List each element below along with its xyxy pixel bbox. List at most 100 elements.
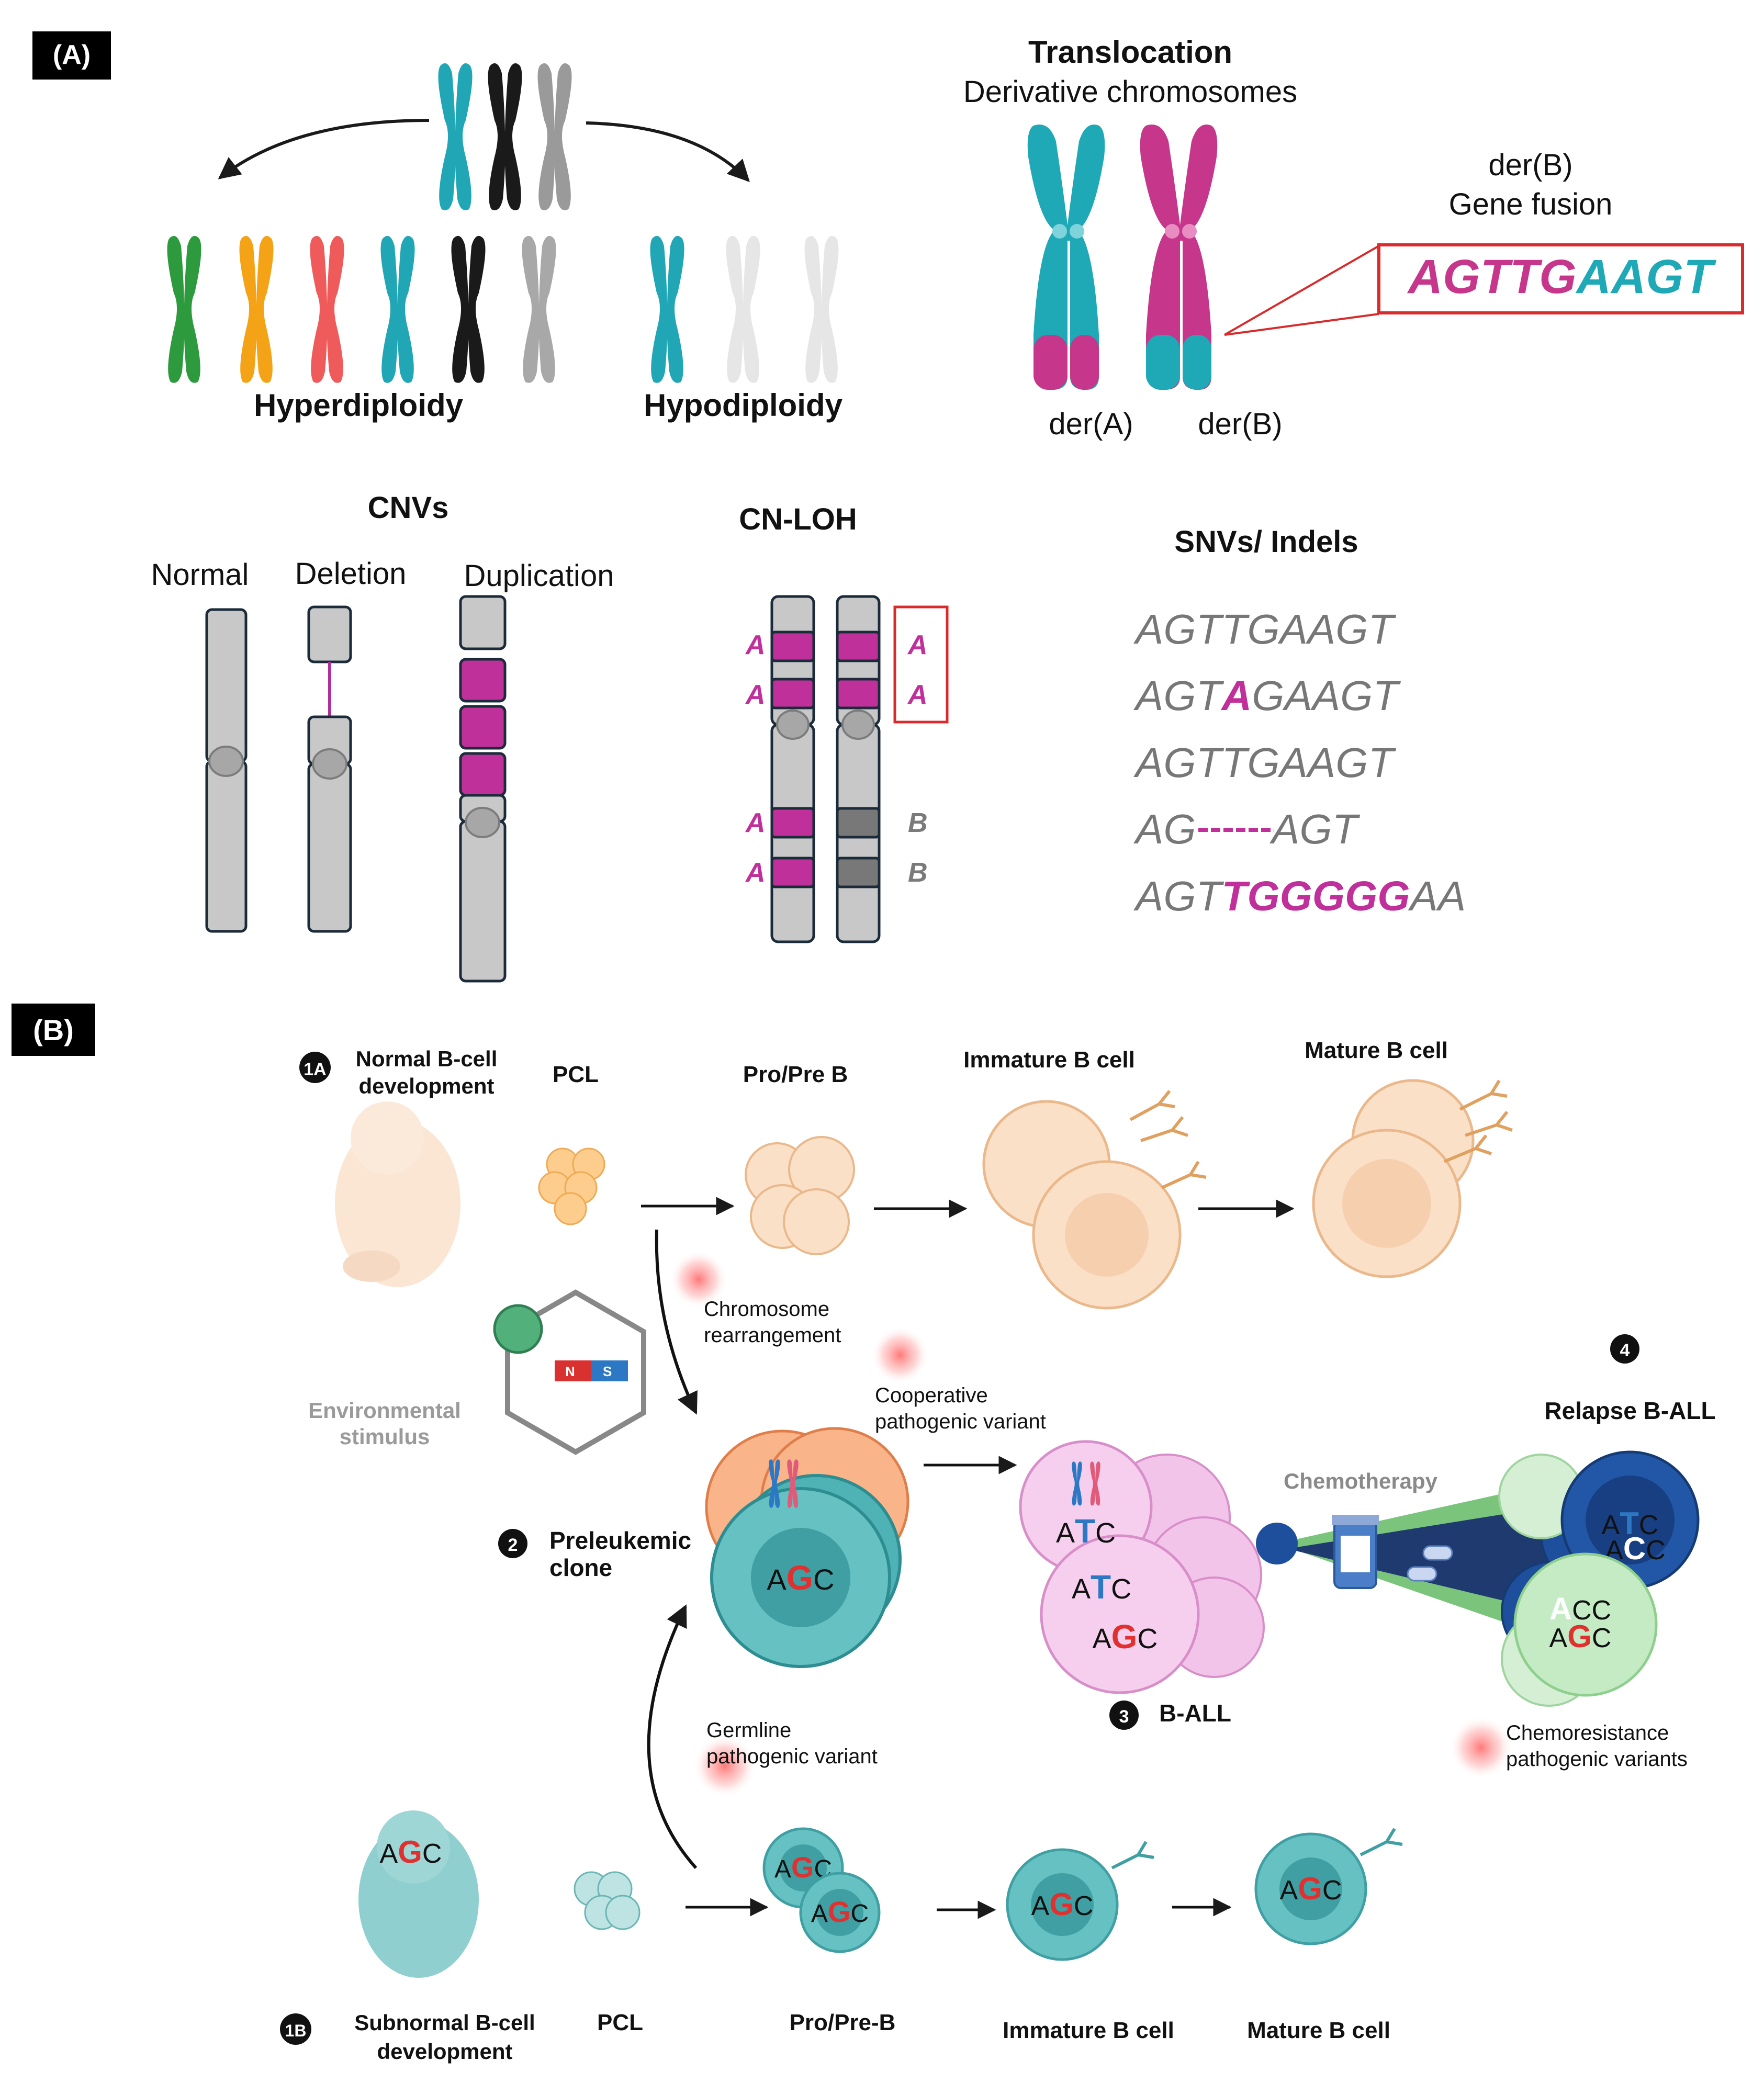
- panel-b-label: (B): [33, 1014, 74, 1046]
- centromere: [1052, 224, 1067, 239]
- hyperdiploidy-chromosomes: [167, 235, 556, 383]
- der-b-chromosome: [1140, 125, 1218, 390]
- step-badge-1a: [299, 1052, 331, 1083]
- der-a-label: der(A): [1049, 407, 1133, 441]
- codon-letter-variant: G: [787, 1558, 813, 1597]
- cnloh-section: CN-LOH A: [739, 502, 949, 943]
- centromere: [465, 807, 500, 838]
- teal-pcl-cluster: [574, 1871, 641, 1930]
- der-b-shape: [1140, 125, 1218, 390]
- step-badge-text: 1B: [285, 2021, 307, 2040]
- der-a-shape: [1027, 125, 1105, 390]
- normal-development-row: 1A Normal B-cell development PCL Pro/Pre…: [299, 1038, 1513, 1310]
- cell-nucleus: [1065, 1193, 1149, 1277]
- der-b-teal-segment: [1146, 335, 1180, 390]
- mutation-glow: [693, 1735, 756, 1797]
- arrow-to-hyperdiploidy: [218, 119, 430, 179]
- codon-letter-variant: T: [1620, 1506, 1639, 1541]
- sequence-variant: A: [1220, 672, 1252, 719]
- allele-label: A: [745, 808, 766, 838]
- cnvs-title: CNVs: [368, 491, 449, 525]
- cell: [1040, 1534, 1200, 1694]
- duplicated-segment: [459, 752, 507, 797]
- arrow-germline-to-preleukemic: [647, 1604, 698, 1869]
- magnet-n-label: N: [565, 1364, 575, 1379]
- stage-label-pcl: PCL: [597, 2010, 643, 2035]
- antibody-icon: [1111, 1841, 1154, 1870]
- chromosome-arm: [459, 820, 507, 983]
- codon-letter: C: [850, 1900, 869, 1928]
- arrow-to-hypodiploidy: [586, 121, 750, 183]
- centromere: [841, 710, 875, 740]
- sequence-segment: AGT: [1133, 873, 1224, 919]
- event-label: pathogenic variant: [706, 1745, 878, 1768]
- stage-label-mature: Mature B cell: [1247, 2018, 1390, 2043]
- chromosome-icon: [726, 235, 760, 383]
- centromere: [1165, 224, 1179, 239]
- panel-a-label: (A): [53, 40, 91, 70]
- teal-embryo-icon: AGC: [358, 1810, 479, 1978]
- callout-line: [1224, 313, 1379, 336]
- codon-acc: ACC: [1605, 1531, 1666, 1566]
- codon-letter-variant: G: [1298, 1871, 1322, 1906]
- codon-agc: AGC: [1280, 1871, 1342, 1906]
- codon-letter: C: [1074, 1891, 1094, 1921]
- der-a-magenta-segment: [1033, 335, 1068, 390]
- codon-letter: C: [813, 1563, 834, 1596]
- deletion-chromosome: [307, 605, 352, 933]
- cell-nucleus: [1342, 1159, 1431, 1248]
- step-badge-text: 3: [1119, 1707, 1129, 1727]
- allele-label: A: [745, 680, 766, 710]
- centromere: [208, 746, 244, 777]
- step-title: development: [358, 1074, 494, 1098]
- codon-letter: A: [1031, 1891, 1050, 1921]
- sequence-insertion: TGGGGG: [1221, 873, 1410, 919]
- cnloh-title: CN-LOH: [739, 502, 857, 536]
- hypodiploidy-chromosomes: [650, 235, 839, 383]
- chemotherapy-label: Chemotherapy: [1284, 1469, 1438, 1493]
- antibody-icon: [1443, 1079, 1513, 1163]
- sequence-line: AGTTGGGGGAA: [1133, 873, 1466, 919]
- step-badge-text: 1A: [304, 1060, 326, 1079]
- sequence-line: AGTTGAAGT: [1133, 739, 1396, 786]
- pro-pre-b-cells: [745, 1136, 855, 1255]
- step-badge-2: [498, 1529, 527, 1558]
- codon-letter: A: [1602, 1510, 1620, 1540]
- cnloh-chromosome-right: [836, 595, 881, 943]
- event-label: Cooperative: [875, 1384, 988, 1407]
- der-a-chromosome: [1027, 125, 1105, 390]
- allele-label: B: [908, 808, 928, 838]
- duplicated-segment: [459, 705, 507, 750]
- immature-b-cells: [982, 1090, 1207, 1310]
- magnet-south: [591, 1360, 628, 1381]
- step-title: Normal B-cell: [356, 1046, 498, 1071]
- chromosome-arm: [459, 595, 507, 650]
- gene-fusion-sequence: AGTTGAAGT: [1407, 250, 1716, 303]
- allele-label: A: [907, 630, 928, 660]
- chromosome-arm: [205, 760, 248, 933]
- event-label: Germline: [706, 1719, 791, 1742]
- chromosome-icon: [522, 235, 556, 383]
- preleukemic-label: Preleukemic: [549, 1527, 691, 1554]
- pill-icon: [1407, 1566, 1437, 1582]
- sequence-segment: AGT: [1269, 806, 1361, 852]
- ball-label: B-ALL: [1159, 1699, 1231, 1727]
- chromosome-icon: [537, 63, 572, 210]
- event-label: pathogenic variant: [875, 1410, 1046, 1433]
- cnv-duplication-label: Duplication: [464, 559, 614, 593]
- arrow-to-preleukemic: [655, 1229, 698, 1415]
- mature-b-cells: [1312, 1079, 1513, 1278]
- embryo-limb: [343, 1251, 400, 1282]
- gene-fusion-box: [1377, 243, 1744, 314]
- codon-agc: AGC: [380, 1834, 442, 1870]
- ball-cluster: ATC ATC AGC: [1019, 1440, 1265, 1694]
- codon-letter: A: [1280, 1875, 1298, 1906]
- callout-line: [1224, 245, 1379, 336]
- cnv-normal-label: Normal: [151, 558, 249, 592]
- duplicated-segment: [459, 658, 507, 703]
- codon-letter: C: [1095, 1517, 1116, 1549]
- environmental-stimulus: N S Environmental stimulus: [308, 1289, 646, 1455]
- codon-letter: A: [1056, 1517, 1075, 1549]
- codon-letter: C: [1572, 1595, 1592, 1626]
- cell: [554, 1192, 587, 1225]
